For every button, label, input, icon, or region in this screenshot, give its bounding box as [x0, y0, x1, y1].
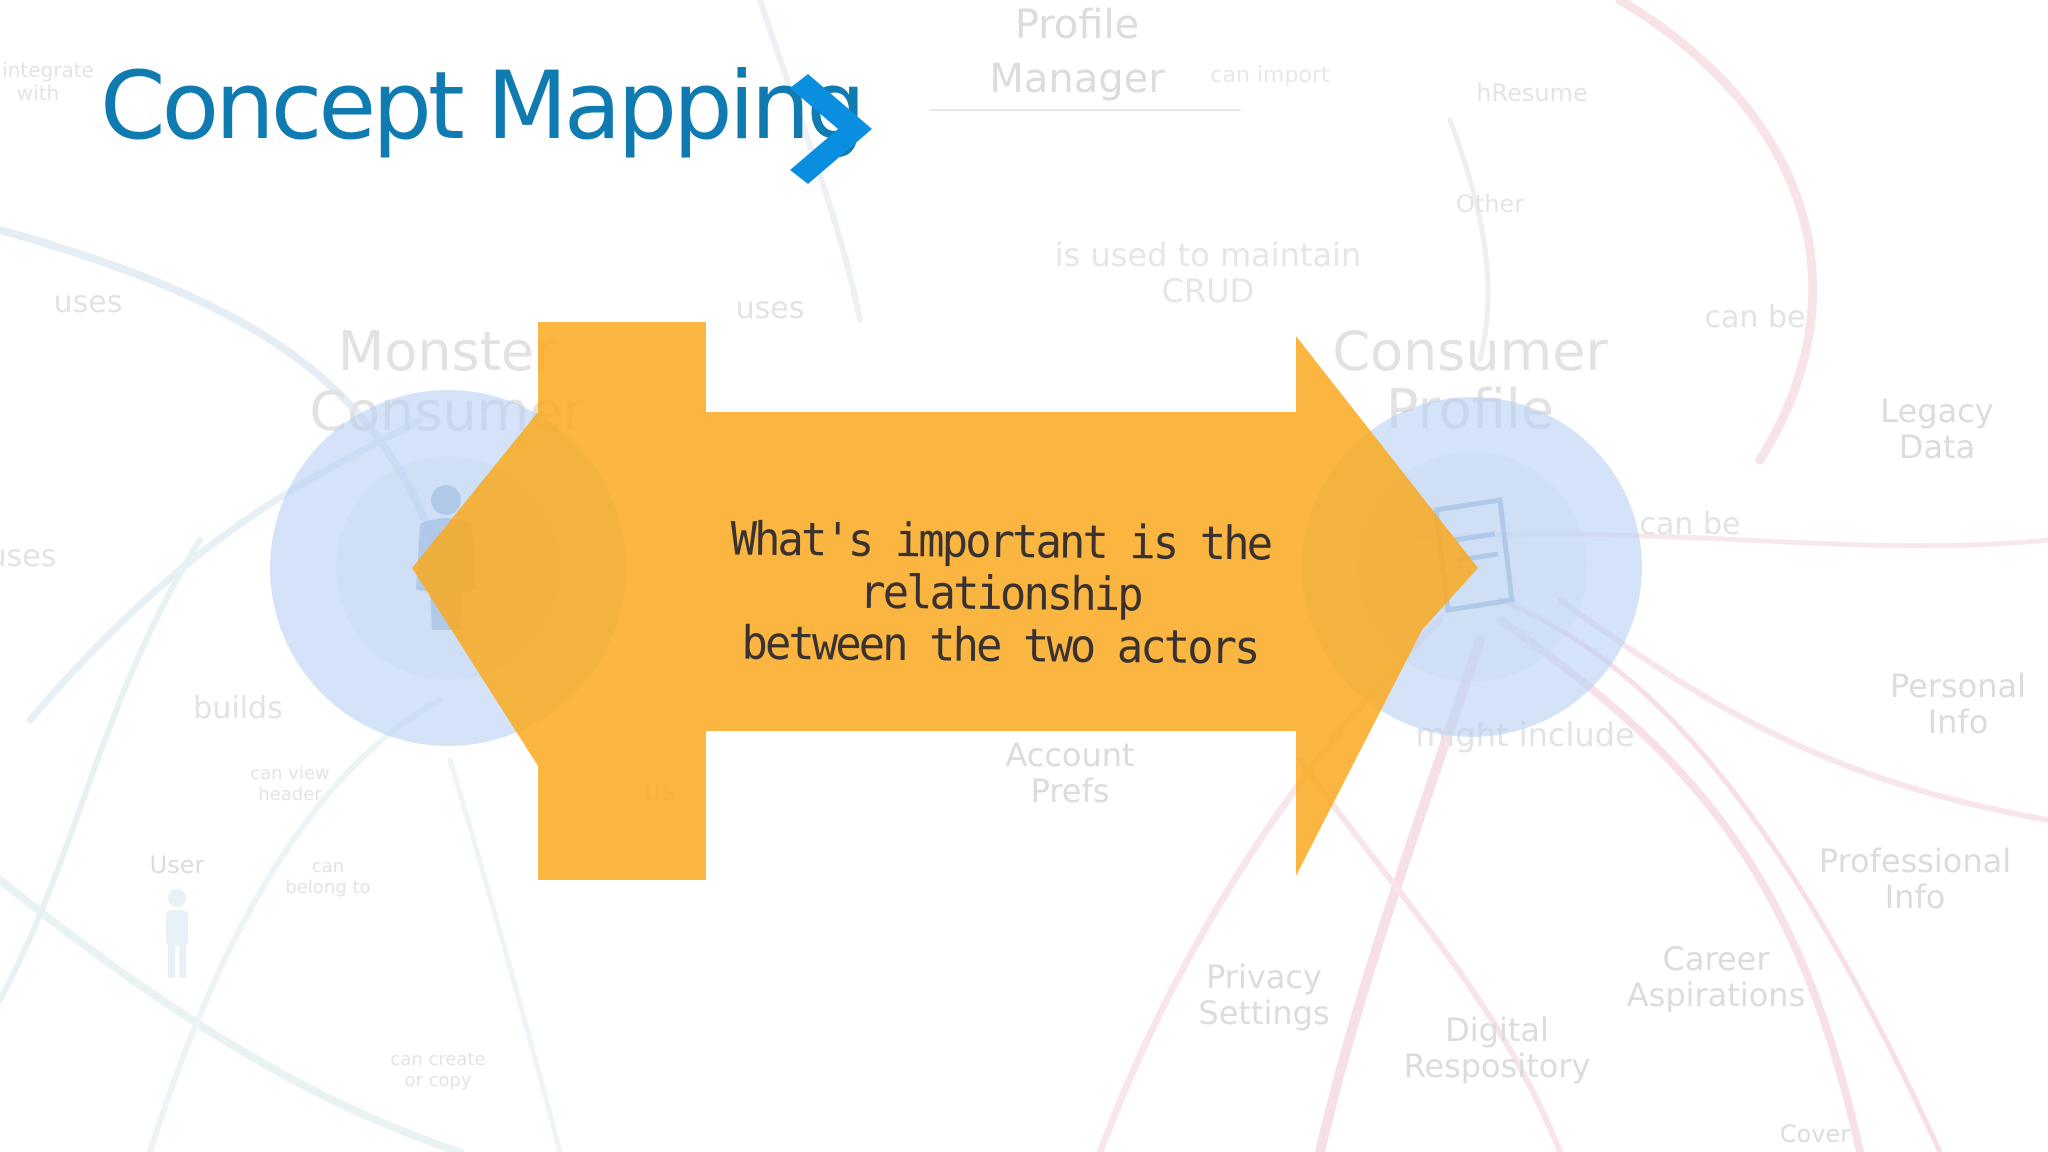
- link-can-belong-line2: belong to: [285, 877, 370, 898]
- link-can-create-line1: can create: [390, 1049, 485, 1070]
- link-can-be-2: can be: [1640, 507, 1741, 542]
- node-legacy-data-line1: Legacy: [1880, 392, 1993, 430]
- link-integrate-with-line2: with: [17, 81, 59, 105]
- node-consumer-profile-line1: Consumer: [1332, 320, 1608, 383]
- node-other: Other: [1456, 190, 1524, 218]
- node-personal-info-line2: Info: [1928, 703, 1989, 741]
- relationship-message: What's important is the relationship bet…: [581, 511, 1418, 675]
- node-profile-manager-line2: Manager: [989, 56, 1165, 102]
- node-legacy-data-line2: Data: [1899, 428, 1975, 466]
- node-privacy-settings-line1: Privacy: [1206, 958, 1322, 996]
- node-profile-manager-line1: Profile: [1015, 2, 1139, 48]
- node-digital-repository-line2: Respository: [1404, 1047, 1591, 1085]
- node-professional-info-line1: Professional: [1819, 842, 2011, 880]
- node-monster-consumer-line1: Monster: [338, 320, 557, 383]
- slide-title: Concept Mapping: [100, 52, 866, 161]
- node-hresume: hResume: [1476, 79, 1587, 107]
- link-used-to-maintain-line1: is used to maintain: [1055, 236, 1361, 274]
- link-integrate-with-line1: integrate: [2, 58, 94, 82]
- node-digital-repository-line1: Digital: [1445, 1011, 1549, 1049]
- chevron-right-icon: [790, 74, 872, 184]
- node-account-prefs-line1: Account: [1005, 736, 1134, 774]
- node-professional-info-line2: Info: [1885, 878, 1946, 916]
- link-can-belong-line1: can: [312, 856, 344, 877]
- link-can-view-line2: header: [258, 784, 322, 805]
- link-uses-1: uses: [54, 285, 123, 320]
- message-line-1: What's important is the relationship: [730, 511, 1271, 622]
- link-can-import: can import: [1210, 63, 1330, 88]
- link-can-be-1: can be: [1705, 300, 1806, 335]
- node-personal-info-line1: Personal: [1890, 667, 2026, 705]
- link-uses-3: uses: [0, 539, 56, 574]
- link-uses-2: uses: [736, 291, 805, 326]
- link-builds: builds: [193, 691, 282, 726]
- node-career-aspirations-line2: Aspirations: [1627, 976, 1806, 1014]
- node-account-prefs-line2: Prefs: [1031, 772, 1110, 810]
- link-used-to-maintain-line2: CRUD: [1162, 272, 1255, 310]
- faded-user-icon: [166, 889, 188, 978]
- node-user: User: [150, 851, 205, 879]
- link-can-create-line2: or copy: [404, 1070, 471, 1091]
- message-line-2: between the two actors: [741, 615, 1258, 675]
- link-can-view-line1: can view: [250, 763, 330, 784]
- node-cover: Cover: [1780, 1120, 1850, 1148]
- node-privacy-settings-line2: Settings: [1198, 994, 1329, 1032]
- background-link-labels: integrate with can import is used to mai…: [0, 58, 1805, 1091]
- node-career-aspirations-line1: Career: [1663, 940, 1771, 978]
